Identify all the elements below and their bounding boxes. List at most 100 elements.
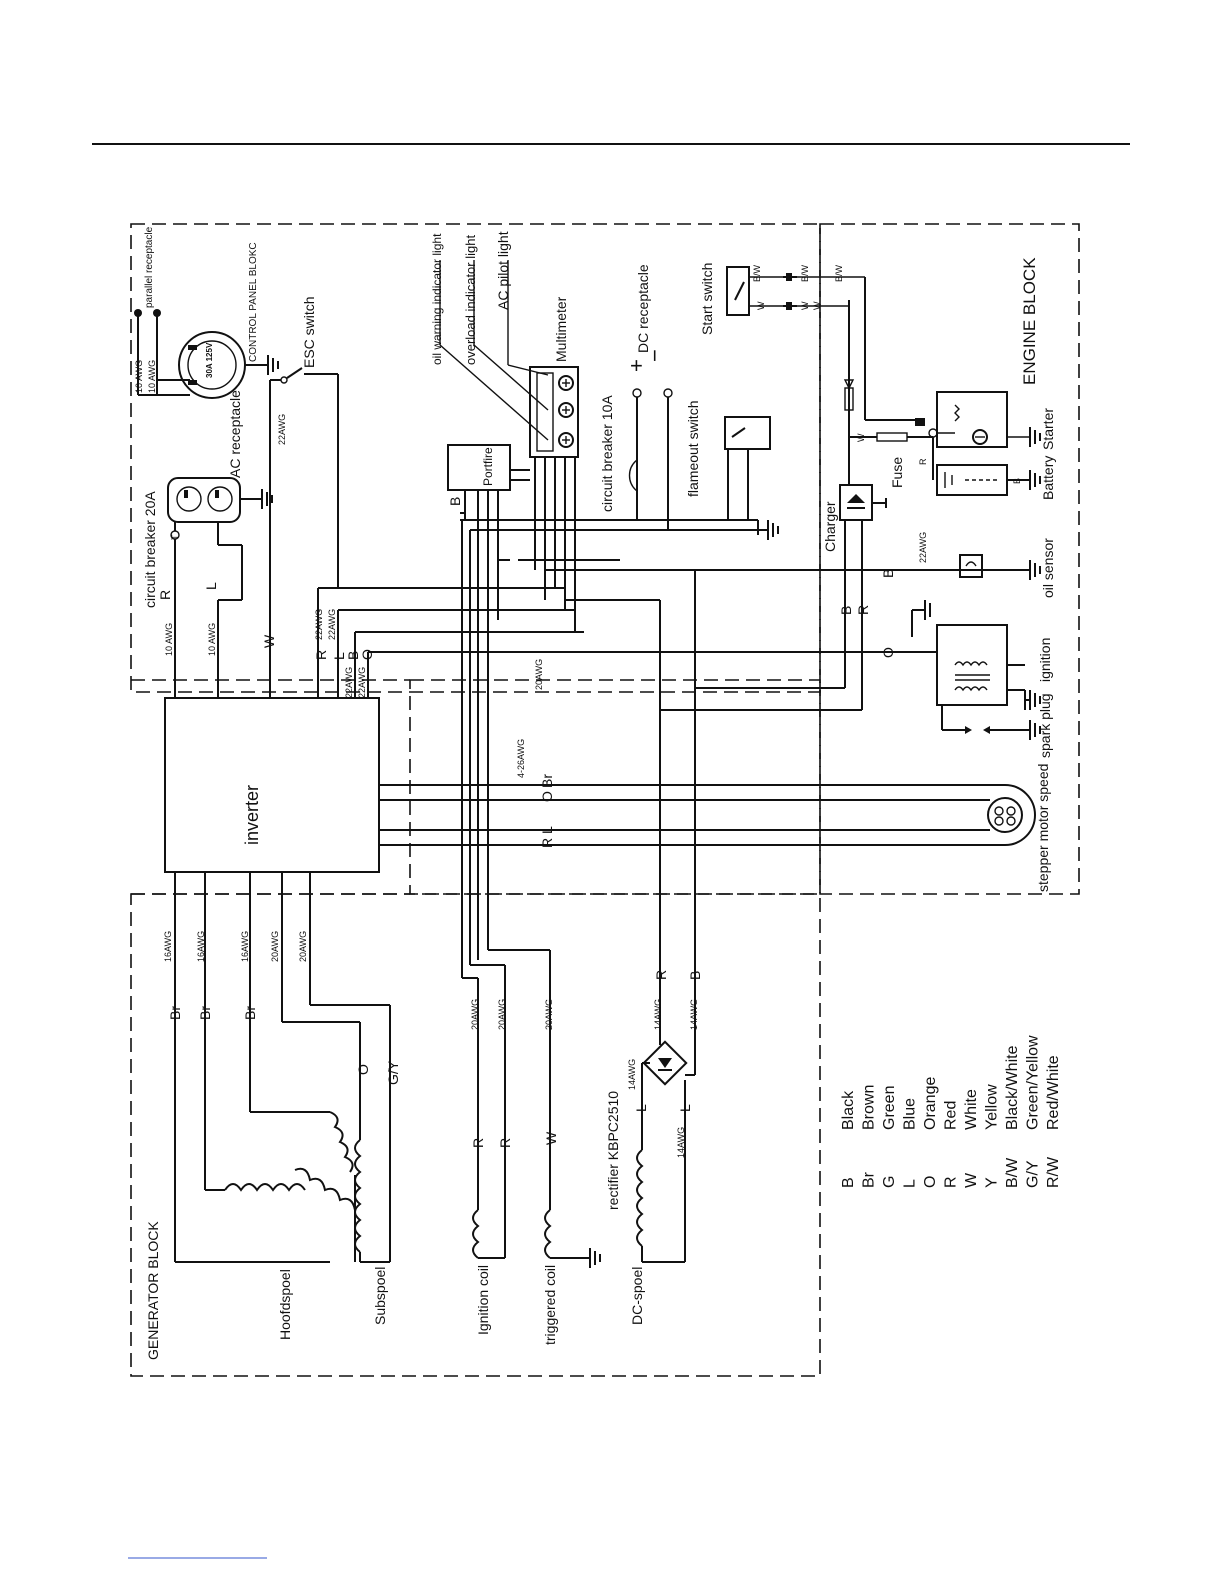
legend-code: R — [943, 1176, 960, 1188]
wire-label: W — [800, 301, 810, 310]
block-outlines — [130, 223, 1080, 1377]
ignition-box — [936, 624, 1008, 706]
wire-label: Br — [539, 774, 555, 788]
legend-code: Y — [984, 1177, 1001, 1188]
wire-label: W — [856, 433, 866, 442]
fuse-label: Fuse — [889, 457, 905, 488]
wire-label: G/Y — [385, 1060, 401, 1085]
legend-name: Black/White — [1004, 1045, 1021, 1130]
wire-label: 22AWG — [327, 609, 337, 640]
portfire — [447, 444, 511, 491]
wire-label: 14AWG — [676, 1127, 686, 1158]
wire-label: 20AWG — [270, 931, 280, 962]
wire-label: 20AWG — [470, 999, 480, 1030]
legend-code: Br — [861, 1171, 878, 1188]
circuit-breaker-10a-label: circuit breaker 10A — [599, 395, 615, 512]
control-panel-block — [130, 223, 821, 693]
generator-wiring — [174, 520, 696, 1268]
oil-sensor — [959, 554, 983, 578]
wire-label: 20AWG — [298, 931, 308, 962]
wire-label: R — [497, 1138, 513, 1148]
wire-label: 10 AWG — [207, 623, 217, 656]
ac-receptacle-label: AC receptacle — [227, 390, 243, 478]
wire-label: W — [261, 634, 277, 648]
legend-code: W — [963, 1172, 980, 1188]
control-panel-wiring: 30A 125V — [134, 309, 890, 698]
receptacle-rating: 30A 125V — [205, 342, 214, 378]
wire-label: 14AWG — [689, 999, 699, 1030]
legend-name: Green — [881, 1086, 898, 1130]
circuit-breaker-20a-label: circuit breaker 20A — [142, 491, 158, 608]
legend-name: Orange — [922, 1077, 939, 1130]
wire-label: 20AWG — [544, 999, 554, 1030]
legend-name: Brown — [861, 1085, 878, 1130]
wire-label: R — [470, 1138, 486, 1148]
fuse — [876, 432, 908, 442]
legend-name: Green/Yellow — [1025, 1035, 1042, 1130]
wire-label: 22AWG — [918, 532, 928, 563]
charger-label: Charger — [822, 501, 838, 552]
wire-label: O — [539, 791, 555, 802]
legend-name: Black — [840, 1090, 857, 1130]
wire-label: R — [653, 970, 669, 980]
hoofdspoel-label: Hoofdspoel — [277, 1269, 293, 1340]
multimeter-label: Multimeter — [553, 296, 569, 362]
wire-label: R — [855, 605, 871, 615]
wire-label: R — [918, 458, 928, 465]
wire-label: 16AWG — [196, 931, 206, 962]
wire-label: 22AWG — [277, 414, 287, 445]
dc-receptacle-label: DC receptacle — [635, 264, 651, 353]
ac-receptacle — [167, 477, 241, 523]
overload-light-label: overload indicator light — [463, 235, 478, 365]
legend-code: R/W — [1045, 1156, 1062, 1188]
wire-label: B/W — [834, 264, 844, 282]
engine-block-title: ENGINE BLOCK — [1020, 257, 1039, 385]
generator-block-title: GENERATOR BLOCK — [145, 1221, 161, 1360]
ignition-label: ignition — [1037, 638, 1053, 682]
wire-label: W — [543, 1131, 559, 1145]
wire-label: B — [838, 606, 854, 615]
legend-code: G — [881, 1176, 898, 1188]
starter-label: Starter — [1040, 408, 1056, 450]
portfire-label: Portfire — [481, 447, 495, 486]
wire-label: B — [687, 971, 703, 980]
wire-label: B/W — [800, 264, 810, 282]
spark-plug-label: spark plug — [1037, 693, 1053, 758]
wire-label: O — [355, 1064, 371, 1075]
labels: ENGINE BLOCK GENERATOR BLOCK CONTROL PAN… — [142, 226, 1056, 1360]
wire-label: Br — [197, 1006, 213, 1020]
wire-label: W — [812, 301, 822, 310]
wire-label: B — [880, 569, 896, 578]
wire-labels: 10 AWG 10 AWG 10 AWG 10 AWG 22AWG 22AWG … — [134, 264, 1022, 1158]
wire-label: 14AWG — [653, 999, 663, 1030]
legend-code: L — [902, 1179, 919, 1188]
wire-label: T — [170, 534, 180, 540]
wire-label: B — [1012, 478, 1022, 484]
start-switch-label: Start switch — [699, 263, 715, 335]
legend-name: Red — [943, 1101, 960, 1130]
wire-label: B — [345, 651, 361, 660]
legend-name: Yellow — [984, 1084, 1001, 1130]
generator-block-outline — [130, 893, 821, 1377]
triggered-coil-label: triggered coil — [542, 1265, 558, 1345]
rectifier — [642, 1040, 688, 1086]
subspoel-label: Subspoel — [372, 1267, 388, 1325]
legend-name: Red/White — [1045, 1055, 1062, 1130]
wire-label: R — [157, 590, 173, 600]
wire-label: 16AWG — [240, 931, 250, 962]
color-legend: BBlackBrBrownGGreenLBlueOOrangeRRedWWhit… — [840, 1035, 1062, 1188]
wire-label: Br — [242, 1006, 258, 1020]
esc-switch-label: ESC switch — [301, 296, 317, 368]
wire-label: 16AWG — [163, 931, 173, 962]
wire-label: R — [313, 650, 329, 660]
wire-label: L — [539, 826, 555, 834]
ac-pilot-light-label: AC pilot light — [495, 231, 511, 310]
wire-label: 4-26AWG — [516, 739, 526, 778]
dc-spoel-label: DC-spoel — [629, 1267, 645, 1325]
battery-label: Battery — [1040, 456, 1056, 500]
dc-plus: + — [630, 353, 643, 378]
wire-label: B — [447, 497, 463, 506]
engine-block-outline — [819, 223, 1080, 895]
multimeter-area: + − — [439, 260, 779, 950]
